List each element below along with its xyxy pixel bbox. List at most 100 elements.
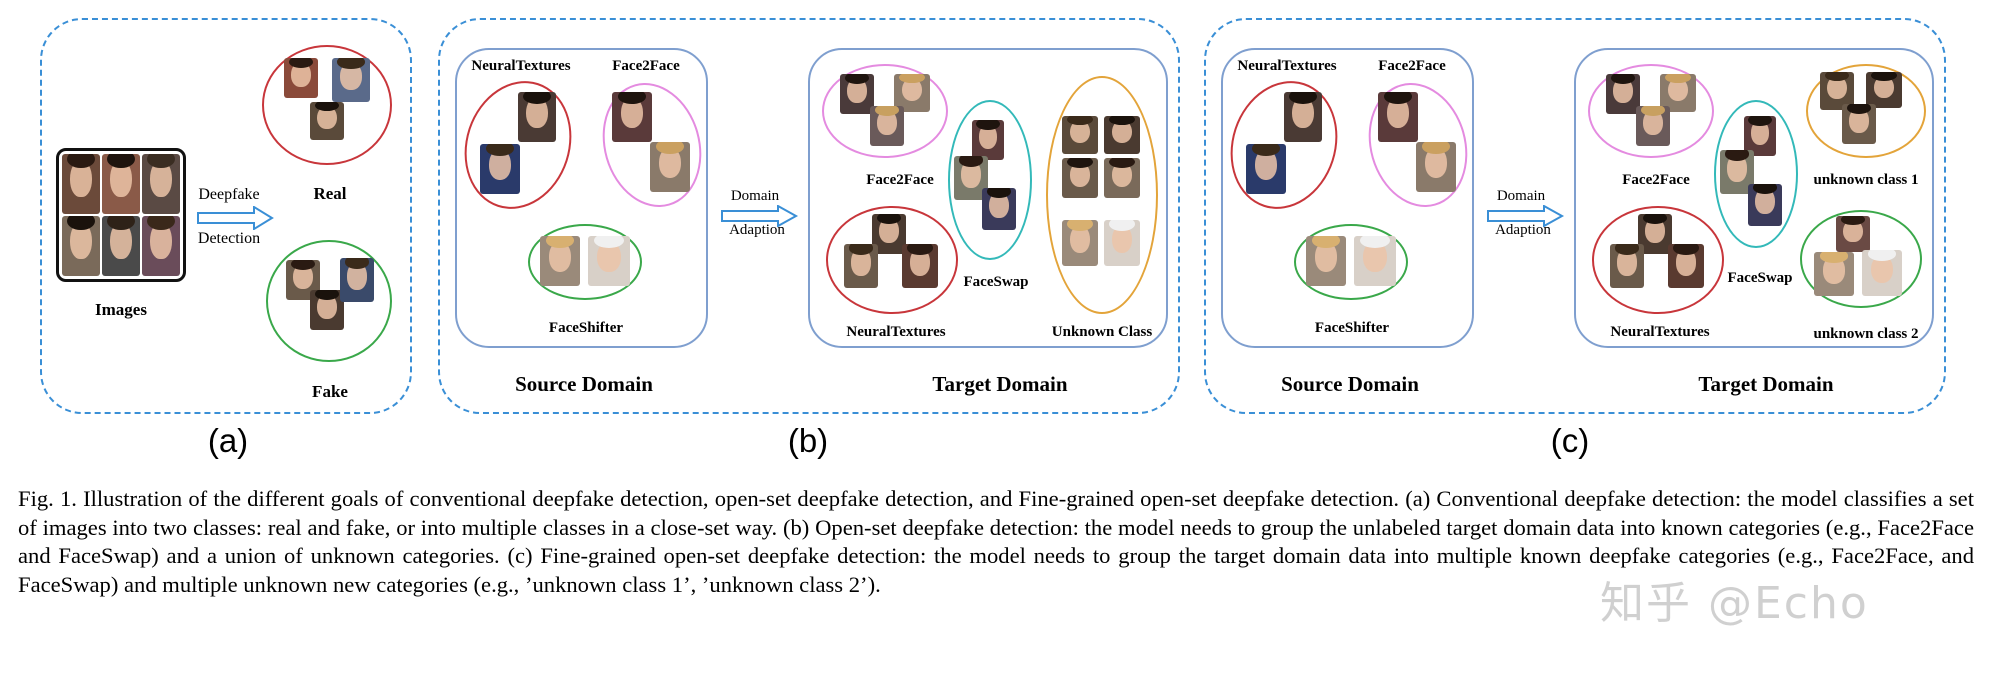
face-thumb xyxy=(310,102,344,140)
face-thumb xyxy=(286,260,320,300)
source-face2face-label: Face2Face xyxy=(1378,58,1446,74)
source-faceshifter-ellipse xyxy=(528,224,642,300)
source-domain-box xyxy=(455,48,708,348)
face-thumb xyxy=(1842,104,1876,144)
face-thumb xyxy=(1284,92,1322,142)
face-thumb xyxy=(1744,116,1776,156)
arrow-right-icon xyxy=(197,206,274,230)
target-neuraltextures-label: NeuralTextures xyxy=(846,324,946,340)
arrow-label-top: Domain xyxy=(730,188,780,204)
face-thumb xyxy=(102,154,140,214)
source-domain-box xyxy=(1221,48,1474,348)
source-domain-title: Source Domain xyxy=(1281,372,1419,396)
target-unknown-class-2-label: unknown class 2 xyxy=(1813,326,1919,342)
face-thumb xyxy=(1720,150,1754,194)
source-faceshifter-ellipse xyxy=(1294,224,1408,300)
target-faceswap-ellipse xyxy=(948,100,1032,260)
arrow-label-bottom: Detection xyxy=(197,230,261,247)
target-domain-title: Target Domain xyxy=(932,372,1068,396)
fake-label: Fake xyxy=(312,382,348,401)
target-domain-box xyxy=(808,48,1168,348)
target-unknown-label: Unknown Class xyxy=(1051,324,1153,340)
face-thumb xyxy=(840,74,874,114)
face-thumb xyxy=(62,154,100,214)
fake-cluster-ellipse xyxy=(266,240,392,362)
face-thumb xyxy=(1820,72,1854,110)
target-domain-box xyxy=(1574,48,1934,348)
source-face2face-label: Face2Face xyxy=(612,58,680,74)
face-thumb xyxy=(62,216,100,276)
face-thumb xyxy=(1836,216,1870,252)
face-thumb xyxy=(1660,74,1696,112)
arrow-label-bottom: Adaption xyxy=(1495,222,1551,238)
arrow-right-icon xyxy=(721,205,799,227)
target-face2face-label: Face2Face xyxy=(866,172,934,188)
face-thumb xyxy=(972,120,1004,160)
images-label: Images xyxy=(95,300,147,319)
face-thumb xyxy=(872,214,906,254)
face-thumb xyxy=(1636,106,1670,146)
face-thumb xyxy=(1062,220,1098,266)
face-thumb xyxy=(1606,74,1640,114)
face-thumb xyxy=(332,58,370,102)
target-unknown-class-1-label: unknown class 1 xyxy=(1813,172,1919,188)
target-face2face-label: Face2Face xyxy=(1622,172,1690,188)
target-faceswap-label: FaceSwap xyxy=(1727,270,1793,286)
face-thumb xyxy=(142,216,180,276)
face-thumb xyxy=(1378,92,1418,142)
face-thumb xyxy=(1104,158,1140,198)
face-thumb xyxy=(612,92,652,142)
real-label: Real xyxy=(313,184,347,203)
face-thumb xyxy=(1748,184,1782,226)
target-unknown-ellipse xyxy=(1046,76,1158,314)
face-thumb xyxy=(310,290,344,330)
watermark: 知乎 @Echo xyxy=(1600,578,1869,629)
source-faceshifter-label: FaceShifter xyxy=(548,320,624,336)
face-thumb xyxy=(650,142,690,192)
source-faceshifter-label: FaceShifter xyxy=(1314,320,1390,336)
face-thumb xyxy=(588,236,630,286)
target-faceswap-label: FaceSwap xyxy=(963,274,1029,290)
face-thumb xyxy=(284,58,318,98)
face-thumb xyxy=(1814,252,1854,296)
subfigure-label-b: (b) xyxy=(787,422,829,459)
face-thumb xyxy=(870,106,904,146)
face-thumb xyxy=(1862,250,1902,296)
face-thumb xyxy=(340,258,374,302)
target-face2face-ellipse xyxy=(822,64,948,158)
target-unknown-class-2-ellipse xyxy=(1800,210,1922,308)
source-domain-title: Source Domain xyxy=(515,372,653,396)
input-images-box xyxy=(56,148,186,282)
face-thumb xyxy=(518,92,556,142)
subfigure-label-c: (c) xyxy=(1550,422,1590,459)
figure-caption: Fig. 1. Illustration of the different go… xyxy=(18,486,1974,597)
source-neuraltextures-label: NeuralTextures xyxy=(471,58,571,74)
face-thumb xyxy=(1416,142,1456,192)
face-thumb xyxy=(1104,116,1140,154)
panel-c-frame xyxy=(1204,18,1946,414)
target-neuraltextures-ellipse xyxy=(826,206,958,314)
face-thumb xyxy=(480,144,520,194)
target-neuraltextures-ellipse xyxy=(1592,206,1724,314)
target-unknown-class-1-ellipse xyxy=(1806,64,1926,158)
face-thumb xyxy=(982,188,1016,230)
arrow-right-icon xyxy=(1487,205,1565,227)
panel-b-frame xyxy=(438,18,1180,414)
face-thumb xyxy=(1246,144,1286,194)
face-thumb xyxy=(540,236,580,286)
arrow-label-top: Domain xyxy=(1496,188,1546,204)
face-thumb xyxy=(1104,220,1140,266)
face-thumb xyxy=(1610,244,1644,288)
target-domain-title: Target Domain xyxy=(1698,372,1834,396)
face-thumb xyxy=(902,244,938,288)
face-thumb xyxy=(1354,236,1396,286)
target-faceswap-ellipse xyxy=(1714,100,1798,248)
panel-a-frame xyxy=(40,18,412,414)
face-thumb xyxy=(142,154,180,214)
arrow-label-bottom: Adaption xyxy=(729,222,785,238)
real-cluster-ellipse xyxy=(262,45,392,165)
target-face2face-ellipse xyxy=(1588,64,1714,158)
face-thumb xyxy=(1062,158,1098,198)
face-thumb xyxy=(844,244,878,288)
face-thumb xyxy=(1062,116,1098,154)
